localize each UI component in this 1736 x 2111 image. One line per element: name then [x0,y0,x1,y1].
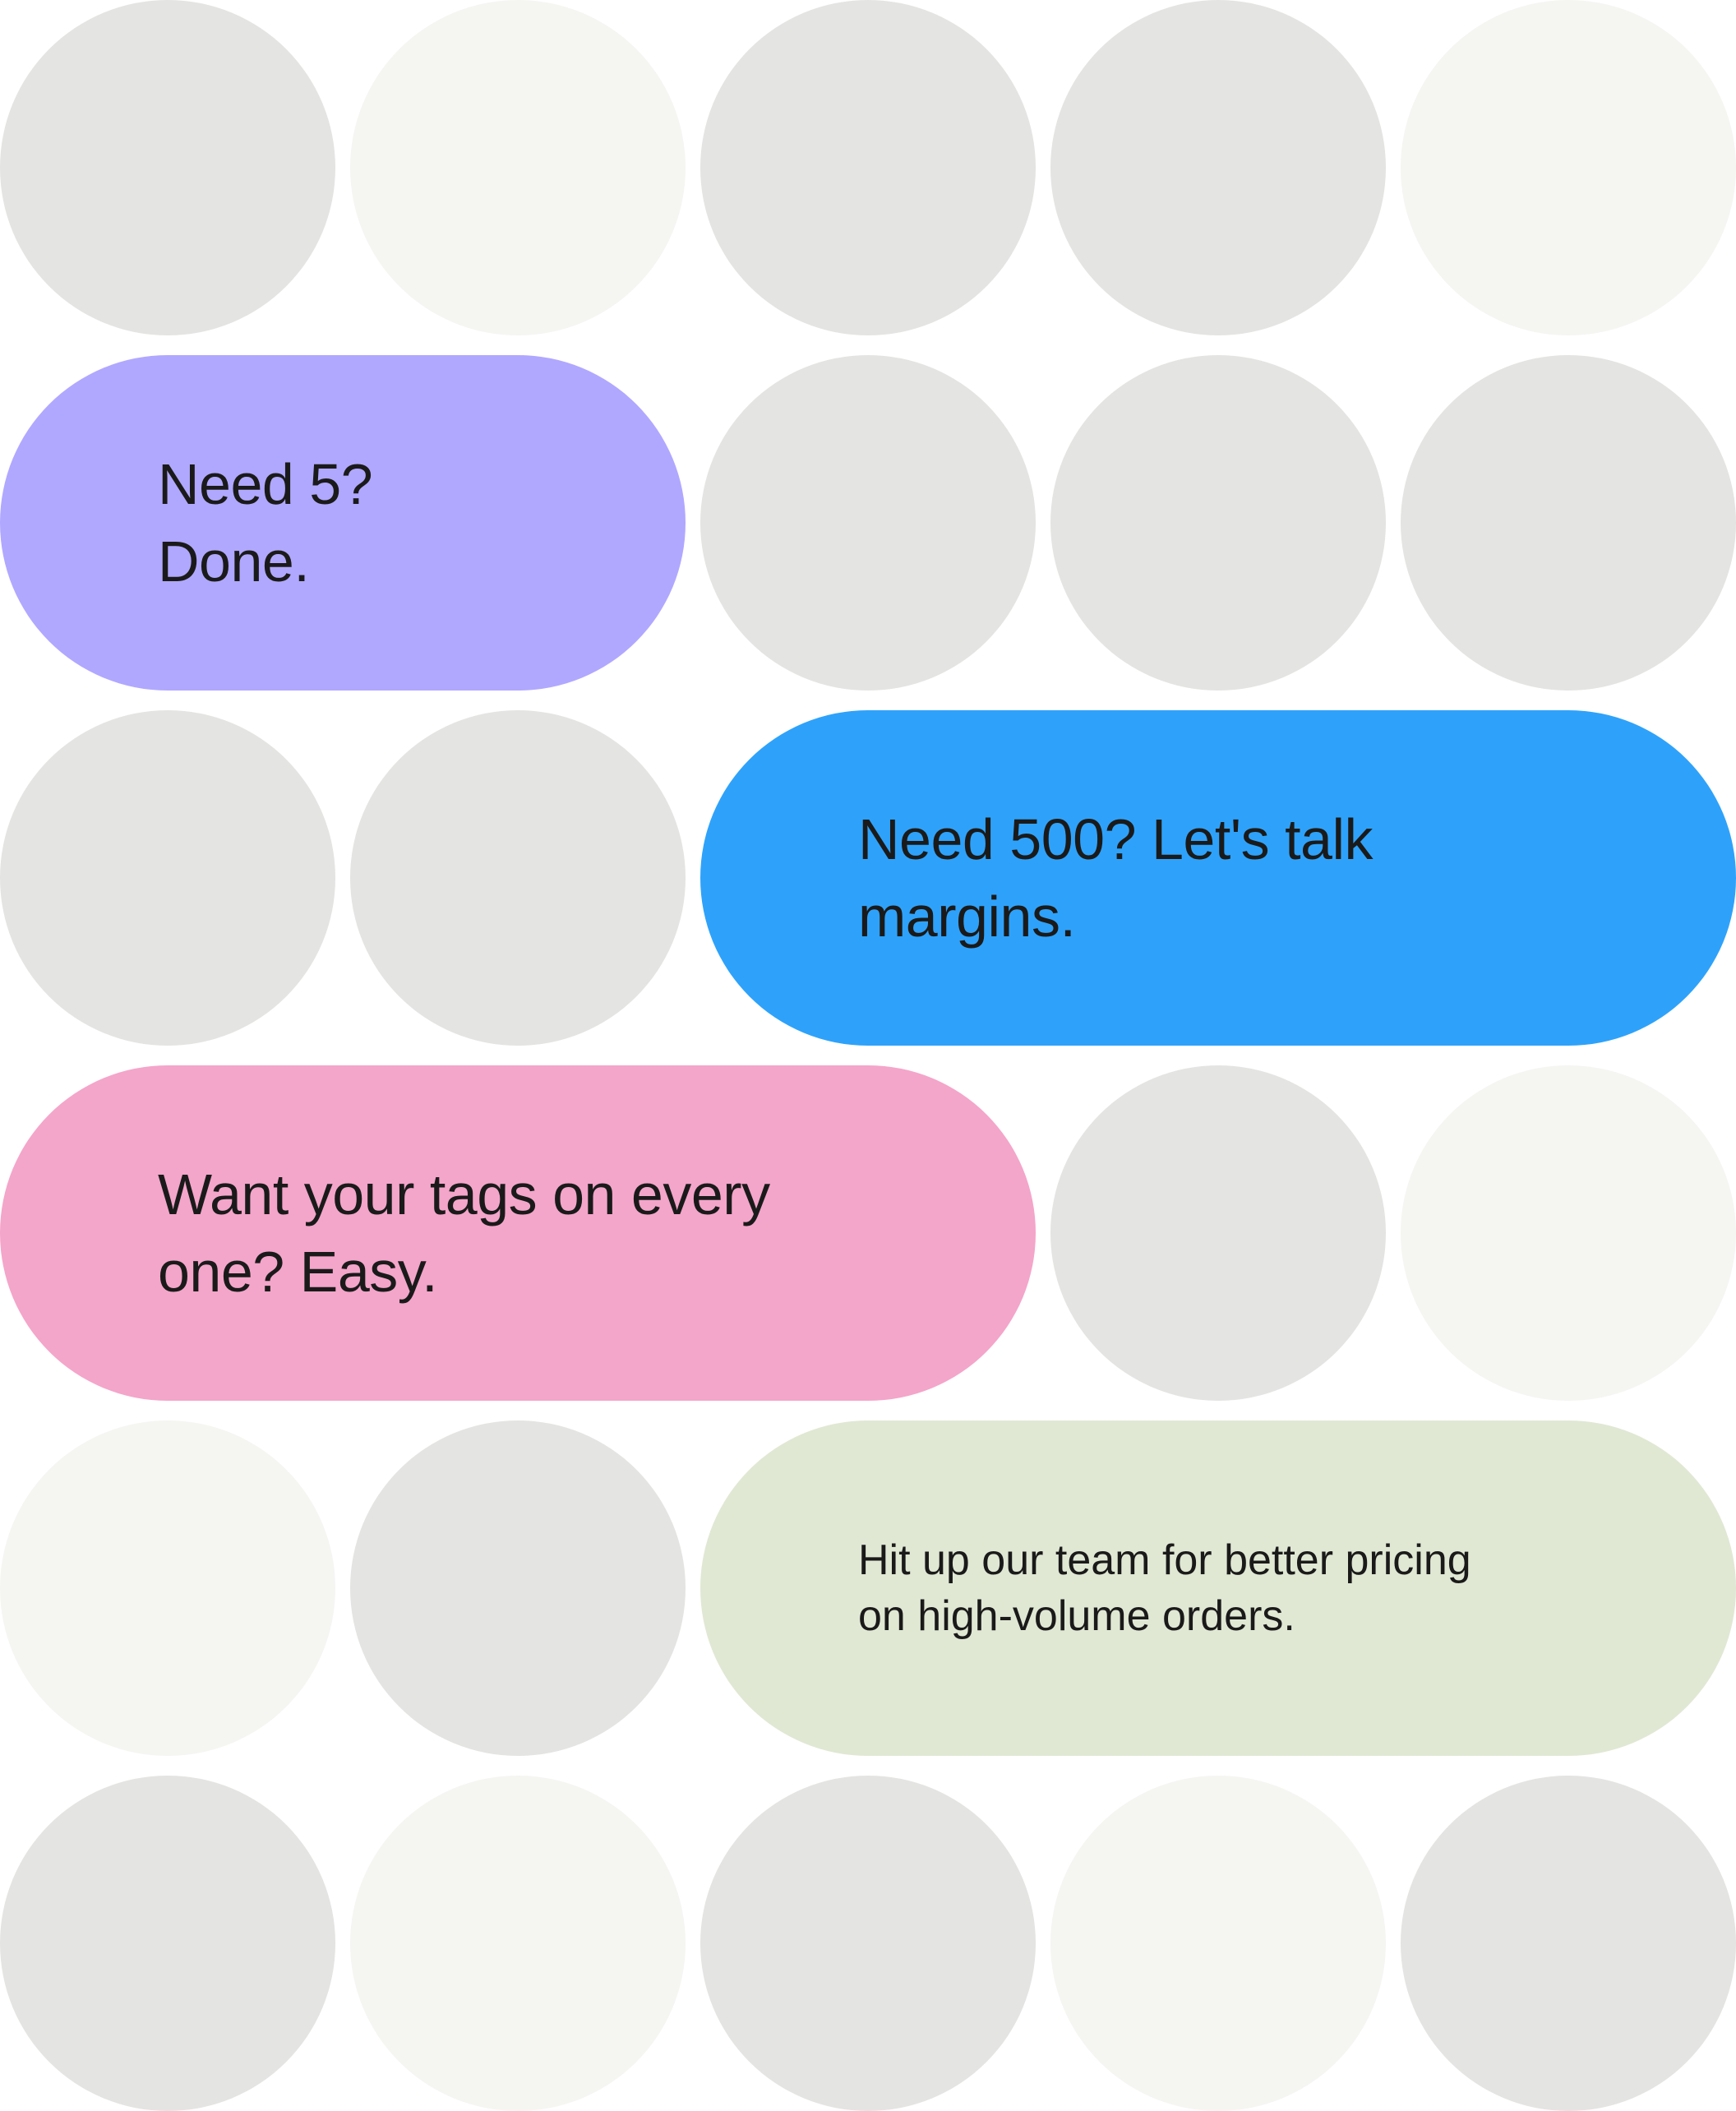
pill-text: Need 5? Done. [158,452,373,594]
circle-light [1401,1065,1736,1401]
circle-gray [1401,355,1736,691]
pill-need-5: Need 5? Done. [0,355,686,691]
circle-gray [1050,355,1386,691]
circle-light [0,1420,335,1756]
pill-text: Want your tags on every one? Easy. [158,1162,770,1304]
circle-gray [700,1776,1036,2111]
circle-gray [0,710,335,1046]
pill-text: Hit up our team for better pricing on hi… [858,1536,1471,1640]
pill-team: Hit up our team for better pricing on hi… [700,1420,1736,1756]
circle-light [1050,1776,1386,2111]
pill-tags: Want your tags on every one? Easy. [0,1065,1036,1401]
circle-gray [1050,0,1386,335]
circle-gray [350,710,686,1046]
circle-gray [700,0,1036,335]
circle-gray [1050,1065,1386,1401]
circle-light [350,0,686,335]
circle-gray [350,1420,686,1756]
circle-gray [0,0,335,335]
circle-gray [700,355,1036,691]
circle-light [1401,0,1736,335]
pill-text: Need 500? Let's talk margins. [858,807,1374,949]
circle-gray [1401,1776,1736,2111]
circle-light [350,1776,686,2111]
pill-need-500: Need 500? Let's talk margins. [700,710,1736,1046]
circle-gray [0,1776,335,2111]
